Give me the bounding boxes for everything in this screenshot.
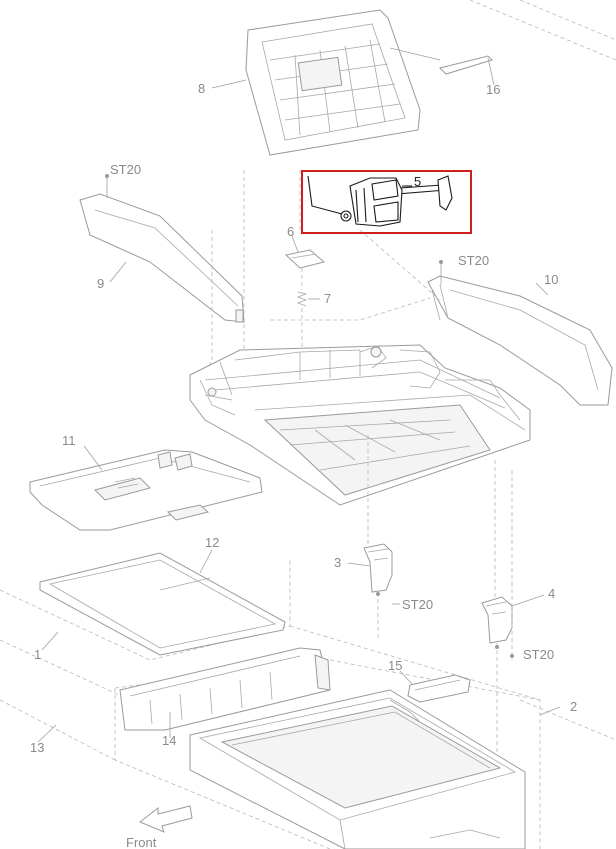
label-front: Front [126,835,157,849]
part-3-bracket [347,543,393,640]
part-16-pin [439,55,495,86]
label-6: 6 [287,224,294,239]
part-4-bracket [481,594,545,770]
label-5: 5 [414,174,421,189]
label-9: 9 [97,276,104,291]
label-15: 15 [388,658,402,673]
part-15-rail [399,670,471,703]
part-9-left-cover [79,174,245,365]
label-1: 1 [34,647,41,662]
label-st20-mid: ST20 [402,597,433,612]
label-st20-low: ST20 [523,647,554,662]
label-11: 11 [62,433,76,448]
label-st20-right: ST20 [458,253,489,268]
label-8: 8 [198,81,205,96]
part-8-rear-cover [211,9,441,156]
part-14-side-panel [119,647,331,738]
label-st20-top: ST20 [110,162,141,177]
label-4: 4 [548,586,555,601]
label-12: 12 [205,535,219,550]
label-2: 2 [570,699,577,714]
part-11-tray-extension [29,445,263,531]
label-14: 14 [162,733,176,748]
part-5-pickup-roller-assembly [301,170,472,234]
front-arrow-icon [139,805,193,833]
label-13: 13 [30,740,44,755]
part-12-tray-plate [39,549,286,656]
paper-feed-frame [189,344,531,506]
label-10: 10 [544,272,558,287]
label-3: 3 [334,555,341,570]
part-7-spring [296,291,320,355]
part-2-cassette-base [189,689,561,849]
label-16: 16 [486,82,500,97]
part-10-right-cover [427,260,613,406]
leader-lines [37,631,59,743]
vertical-guides-right [367,435,514,660]
label-7: 7 [324,291,331,306]
callout-labels: 8 16 ST20 5 6 ST20 10 9 7 11 12 3 4 ST20… [30,81,577,849]
part-6-separator-pad [284,235,326,290]
highlight-box [301,170,472,234]
